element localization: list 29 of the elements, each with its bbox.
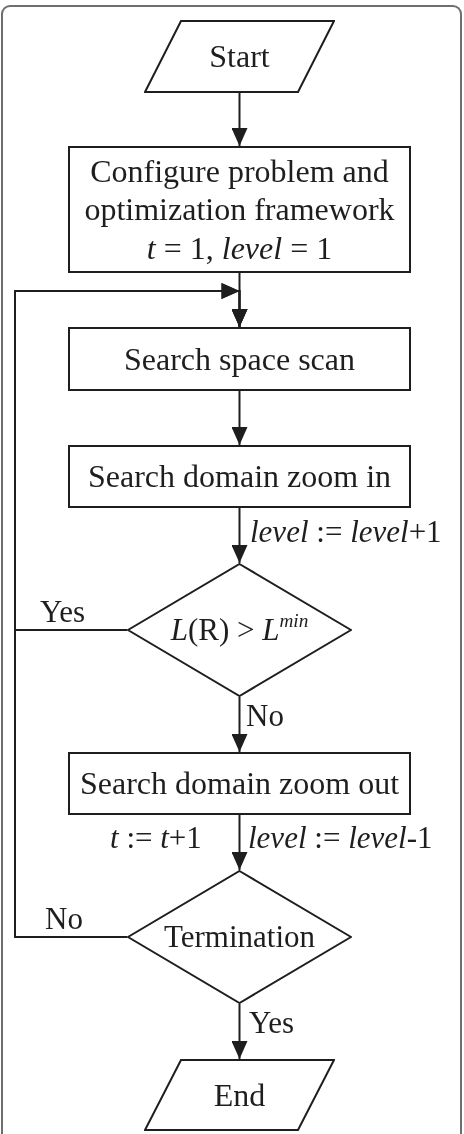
process-box	[68, 752, 411, 815]
arrow	[231, 1003, 248, 1060]
step-text: t = 1, level = 1	[146, 228, 333, 268]
edge-label: level := level-1	[248, 822, 433, 853]
edge-label: level := level+1	[250, 516, 442, 547]
arrow	[231, 507, 248, 564]
arrow	[231, 92, 248, 147]
step-text: Search domain zoom out	[80, 764, 399, 803]
terminal-text: End	[213, 1075, 266, 1115]
edge-label: No	[45, 903, 83, 934]
edge-label: Yes	[40, 596, 86, 627]
decision-diamond	[127, 870, 352, 1004]
process-box	[68, 146, 411, 273]
process-box	[68, 327, 411, 391]
edge-label: No	[246, 700, 284, 731]
io-parallelogram	[144, 20, 335, 93]
arrow	[231, 814, 248, 871]
terminal-text: Start	[209, 37, 270, 76]
condition-text: Termination	[163, 918, 316, 956]
decision-diamond	[127, 563, 352, 697]
step-text: Search domain zoom in	[88, 457, 391, 496]
step-text: Search space scan	[124, 339, 355, 379]
update-label: t := t+1	[110, 822, 202, 853]
arrow	[231, 696, 248, 753]
condition-text: L(R) > L$^{min}$	[170, 611, 309, 649]
edge-label: Yes	[249, 1007, 295, 1038]
io-parallelogram	[144, 1059, 335, 1131]
arrow	[231, 390, 248, 446]
process-box	[68, 445, 411, 508]
